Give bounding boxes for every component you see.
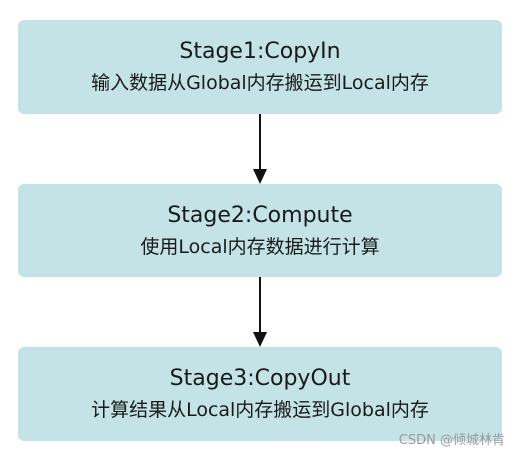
stage-2-description: 使用Local内存数据进行计算 — [140, 235, 380, 258]
watermark: CSDN @倾城林肯 — [398, 433, 505, 448]
arrow-down-icon — [252, 114, 268, 184]
stage-3-box: Stage3:CopyOut 计算结果从Local内存搬运到Global内存 — [18, 347, 502, 441]
stage-1-description: 输入数据从Global内存搬运到Local内存 — [91, 72, 429, 94]
stage-3-description: 计算结果从Local内存搬运到Global内存 — [91, 399, 429, 421]
stage-2-box: Stage2:Compute 使用Local内存数据进行计算 — [18, 184, 502, 277]
stage-2-title: Stage2:Compute — [167, 202, 353, 228]
stage-1-title: Stage1:CopyIn — [179, 39, 341, 64]
stage-3-title: Stage3:CopyOut — [169, 366, 351, 391]
arrow-down-icon — [252, 277, 268, 347]
stage-1-box: Stage1:CopyIn 输入数据从Global内存搬运到Local内存 — [18, 20, 502, 114]
